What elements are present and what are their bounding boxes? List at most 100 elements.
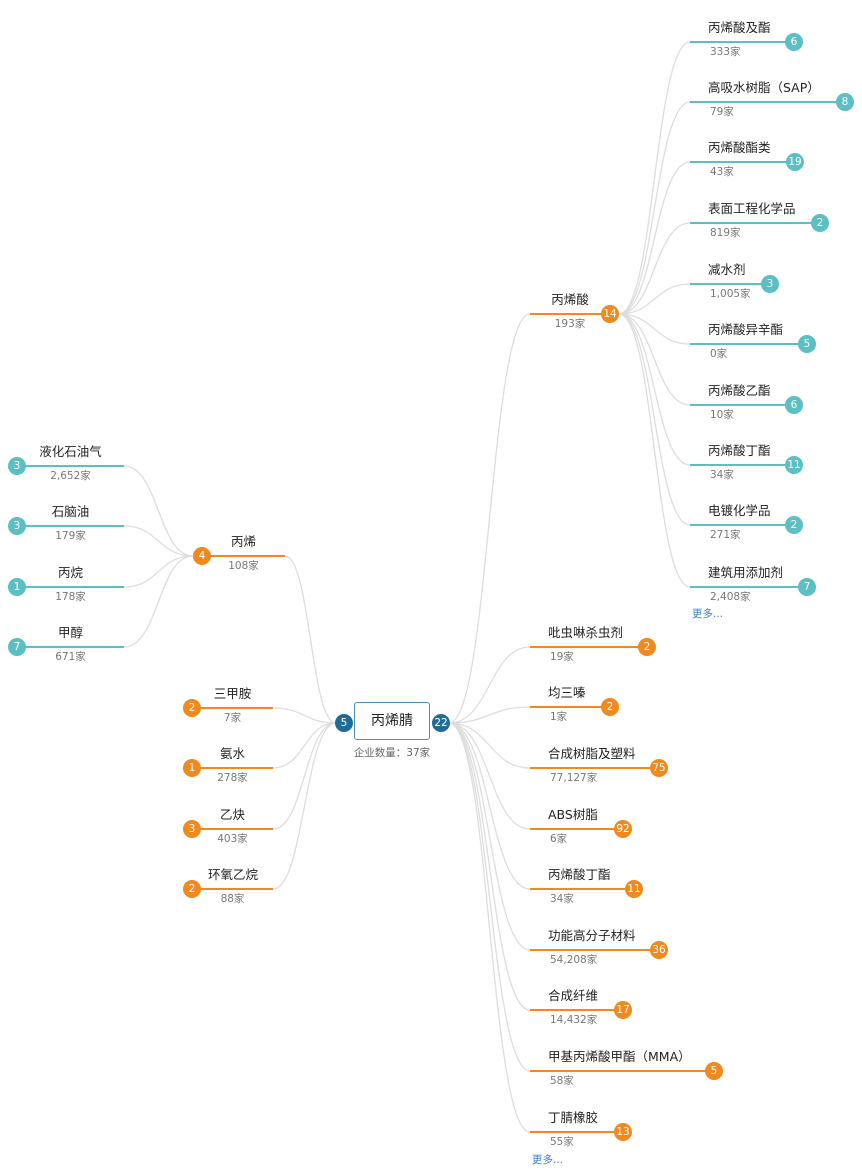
node-underline	[690, 41, 794, 43]
node-count-badge[interactable]: 2	[638, 638, 656, 656]
node-count-badge[interactable]: 92	[614, 820, 632, 838]
node-count-badge[interactable]: 3	[761, 275, 779, 293]
node-enterprise-count: 178家	[55, 591, 86, 603]
link-downstream-sub-5	[618, 313, 691, 345]
node-enterprise-count: 58家	[550, 1075, 574, 1087]
node-name[interactable]: 丙烯酸酯类	[708, 140, 771, 155]
node-name[interactable]: 三甲胺	[213, 686, 252, 701]
node-count-badge[interactable]: 75	[650, 759, 668, 777]
node-enterprise-count: 1,005家	[710, 288, 751, 300]
node-name[interactable]: 合成树脂及塑料	[548, 746, 636, 761]
node-name[interactable]: 建筑用添加剂	[708, 565, 784, 580]
link-downstream-8	[448, 722, 531, 1072]
node-name[interactable]: 氨水	[219, 746, 245, 761]
link-upstream-sub-0	[123, 465, 194, 557]
node-underline	[690, 464, 794, 466]
node-count-badge[interactable]: 13	[614, 1123, 632, 1141]
node-name[interactable]: 丙烯酸异辛酯	[708, 322, 784, 337]
node-name[interactable]: 表面工程化学品	[708, 201, 796, 216]
node-name[interactable]: 高吸水树脂（SAP）	[708, 80, 820, 95]
node-underline	[192, 828, 273, 830]
node-name[interactable]: 丙烯酸乙酯	[708, 383, 771, 398]
node-name[interactable]: 电镀化学品	[708, 503, 771, 518]
node-name[interactable]: 均三嗪	[548, 685, 586, 700]
node-name[interactable]: 合成纤维	[548, 988, 599, 1003]
node-count-badge[interactable]: 2	[785, 516, 803, 534]
node-count-badge[interactable]: 7	[8, 638, 26, 656]
node-enterprise-count: 333家	[710, 46, 741, 58]
link-downstream-sub-4	[618, 283, 691, 315]
node-name[interactable]: 丙烯酸及酯	[708, 20, 771, 35]
downstream-count-badge[interactable]: 22	[432, 714, 450, 732]
link-downstream-sub-2	[618, 161, 691, 315]
link-downstream-sub-3	[618, 222, 691, 315]
node-name[interactable]: 吡虫啉杀虫剂	[548, 625, 624, 640]
node-count-badge[interactable]: 5	[705, 1062, 723, 1080]
node-count-badge[interactable]: 3	[8, 457, 26, 475]
link-upstream-1	[272, 707, 337, 724]
node-count-badge[interactable]: 19	[786, 153, 804, 171]
node-name[interactable]: ABS树脂	[548, 807, 598, 822]
node-count-badge[interactable]: 6	[785, 33, 803, 51]
node-count-badge[interactable]: 1	[183, 759, 201, 777]
center-enterprise-count: 企业数量：37家	[353, 747, 431, 759]
node-underline	[17, 586, 124, 588]
center-node[interactable]: 丙烯腈	[354, 702, 430, 740]
node-count-badge[interactable]: 2	[601, 698, 619, 716]
link-downstream-sub-9	[618, 313, 691, 588]
node-name[interactable]: 环氧乙烷	[208, 867, 259, 882]
more-link-downstream[interactable]: 更多...	[532, 1154, 564, 1166]
node-count-badge[interactable]: 2	[183, 880, 201, 898]
node-name[interactable]: 丙烷	[57, 565, 83, 580]
link-downstream-sub-1	[618, 101, 691, 315]
node-count-badge[interactable]: 7	[798, 578, 816, 596]
link-downstream-3	[448, 722, 531, 769]
node-enterprise-count: 77,127家	[550, 772, 598, 784]
node-name[interactable]: 丙烯酸	[551, 292, 589, 307]
link-downstream-7	[448, 722, 531, 1011]
node-name[interactable]: 液化石油气	[39, 444, 102, 459]
node-count-badge[interactable]: 3	[183, 820, 201, 838]
node-count-badge[interactable]: 11	[625, 880, 643, 898]
node-count-badge[interactable]: 36	[650, 941, 668, 959]
node-count-badge[interactable]: 2	[183, 699, 201, 717]
node-name[interactable]: 丙烯	[230, 534, 256, 549]
node-underline	[530, 706, 610, 708]
node-count-badge[interactable]: 11	[785, 456, 803, 474]
node-name[interactable]: 丙烯酸丁酯	[548, 867, 611, 882]
node-name[interactable]: 石脑油	[51, 504, 90, 519]
node-count-badge[interactable]: 17	[614, 1001, 632, 1019]
link-downstream-9	[448, 722, 531, 1133]
node-name[interactable]: 丁腈橡胶	[548, 1110, 599, 1125]
upstream-count-badge[interactable]: 5	[335, 714, 353, 732]
node-name[interactable]: 功能高分子材料	[548, 928, 636, 943]
node-enterprise-count: 108家	[228, 560, 259, 572]
node-count-badge[interactable]: 5	[798, 335, 816, 353]
link-upstream-sub-2	[123, 555, 194, 588]
link-upstream-4	[272, 722, 337, 890]
node-count-badge[interactable]: 8	[836, 93, 854, 111]
node-name[interactable]: 甲基丙烯酸甲酯（MMA）	[548, 1049, 691, 1064]
node-underline	[17, 465, 124, 467]
node-name[interactable]: 减水剂	[708, 262, 746, 277]
node-count-badge[interactable]: 4	[193, 547, 211, 565]
node-name[interactable]: 甲醇	[57, 625, 83, 640]
node-enterprise-count: 34家	[550, 893, 574, 905]
node-count-badge[interactable]: 3	[8, 517, 26, 535]
link-propylene-center	[284, 555, 337, 724]
node-underline	[192, 767, 273, 769]
node-count-badge[interactable]: 14	[601, 305, 619, 323]
node-name[interactable]: 乙炔	[219, 807, 245, 822]
node-name[interactable]: 丙烯酸丁酯	[708, 443, 771, 458]
node-underline	[690, 586, 807, 588]
node-count-badge[interactable]: 2	[811, 214, 829, 232]
link-downstream-6	[448, 722, 531, 951]
node-underline	[530, 767, 659, 769]
node-underline	[530, 888, 634, 890]
node-count-badge[interactable]: 6	[785, 396, 803, 414]
more-link-acrylic-acid[interactable]: 更多...	[692, 608, 724, 620]
node-underline	[530, 313, 610, 315]
node-enterprise-count: 0家	[710, 348, 728, 360]
node-count-badge[interactable]: 1	[8, 578, 26, 596]
